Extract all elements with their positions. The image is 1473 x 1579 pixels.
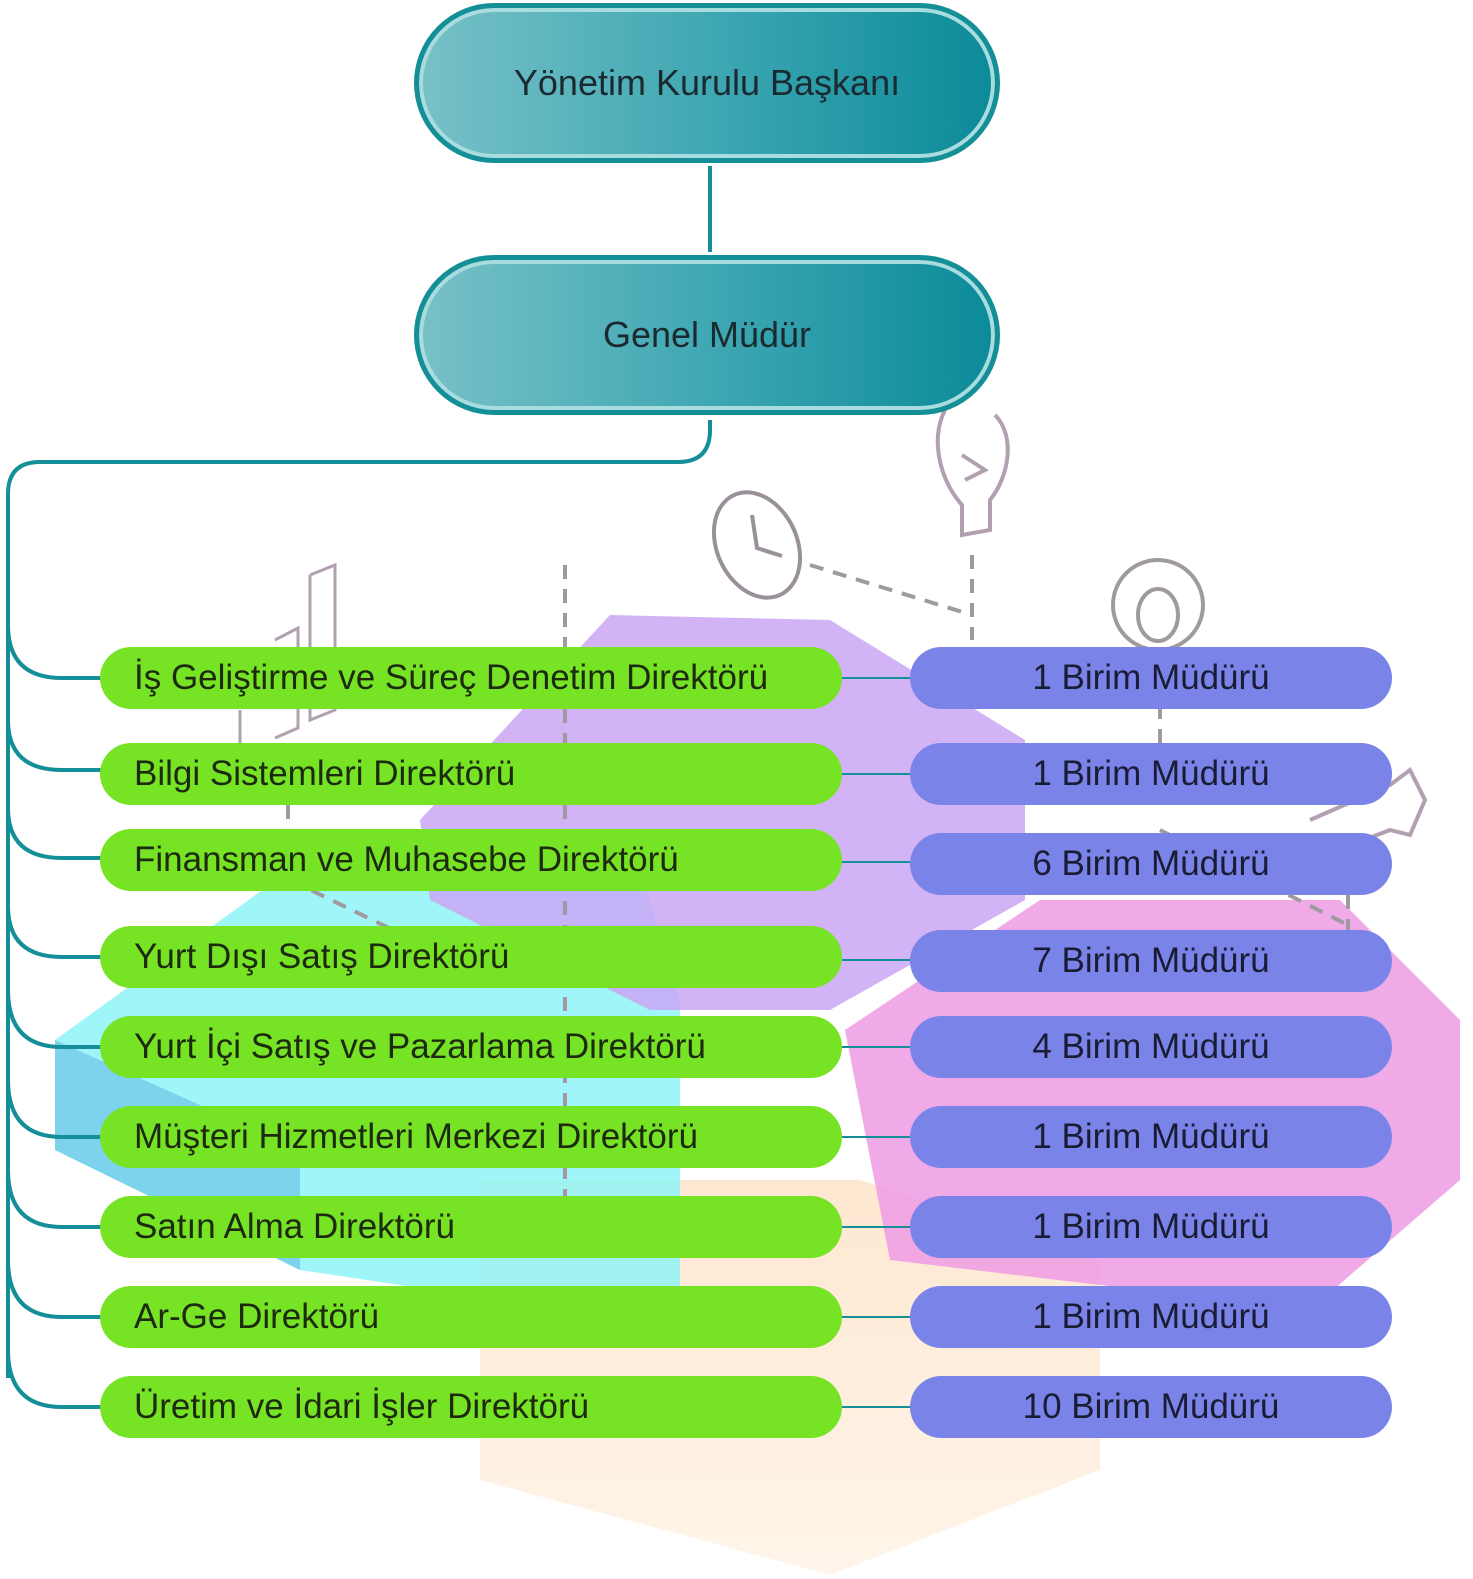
unit-count-label: 1 Birim Müdürü [1032,658,1270,697]
directorate-node: Üretim ve İdari İşler Direktörü [100,1376,842,1438]
unit-count-node: 4 Birim Müdürü [910,1016,1392,1078]
unit-count-node: 1 Birim Müdürü [910,1196,1392,1258]
directorate-node: İş Geliştirme ve Süreç Denetim Direktörü [100,647,842,709]
directorate-node: Müşteri Hizmetleri Merkezi Direktörü [100,1106,842,1168]
directorate-node: Finansman ve Muhasebe Direktörü [100,829,842,891]
directorate-label: Satın Alma Direktörü [134,1207,455,1246]
directorate-label: Üretim ve İdari İşler Direktörü [134,1387,590,1426]
directorate-label: Müşteri Hizmetleri Merkezi Direktörü [134,1117,698,1156]
chairman-node: Yönetim Kurulu Başkanı [414,3,1000,163]
unit-count-node: 1 Birim Müdürü [910,1106,1392,1168]
general-manager-node: Genel Müdür [414,255,1000,415]
directorate-node: Yurt Dışı Satış Direktörü [100,926,842,988]
unit-count-label: 4 Birim Müdürü [1032,1027,1270,1066]
unit-count-label: 6 Birim Müdürü [1032,844,1270,883]
directorate-label: Ar-Ge Direktörü [134,1297,380,1336]
directorate-label: İş Geliştirme ve Süreç Denetim Direktörü [134,658,769,697]
unit-count-label: 1 Birim Müdürü [1032,1297,1270,1336]
lightbulb-icon [935,409,1010,538]
directorate-node: Ar-Ge Direktörü [100,1286,842,1348]
unit-count-node: 10 Birim Müdürü [910,1376,1392,1438]
unit-count-node: 6 Birim Müdürü [910,833,1392,895]
directorate-node: Satın Alma Direktörü [100,1196,842,1258]
directorate-label: Yurt İçi Satış ve Pazarlama Direktörü [134,1027,706,1066]
clock-icon [711,490,803,600]
chairman-label: Yönetim Kurulu Başkanı [513,62,901,103]
wrench-icon [1309,766,1428,857]
unit-count-label: 1 Birim Müdürü [1032,754,1270,793]
purple-puzzle-block [420,615,1025,1010]
unit-count-label: 1 Birim Müdürü [1032,1117,1270,1156]
unit-count-label: 10 Birim Müdürü [1022,1387,1280,1426]
unit-count-node: 1 Birim Müdürü [910,743,1392,805]
unit-count-node: 1 Birim Müdürü [910,647,1392,709]
directorate-node: Yurt İçi Satış ve Pazarlama Direktörü [100,1016,842,1078]
unit-count-node: 1 Birim Müdürü [910,1286,1392,1348]
unit-count-node: 7 Birim Müdürü [910,930,1392,992]
directorate-label: Finansman ve Muhasebe Direktörü [134,840,679,879]
directorate-node: Bilgi Sistemleri Direktörü [100,743,842,805]
general-manager-label: Genel Müdür [602,314,812,355]
unit-count-label: 7 Birim Müdürü [1032,941,1270,980]
directorate-label: Yurt Dışı Satış Direktörü [134,937,510,976]
directorate-label: Bilgi Sistemleri Direktörü [134,754,516,793]
unit-count-label: 1 Birim Müdürü [1032,1207,1270,1246]
